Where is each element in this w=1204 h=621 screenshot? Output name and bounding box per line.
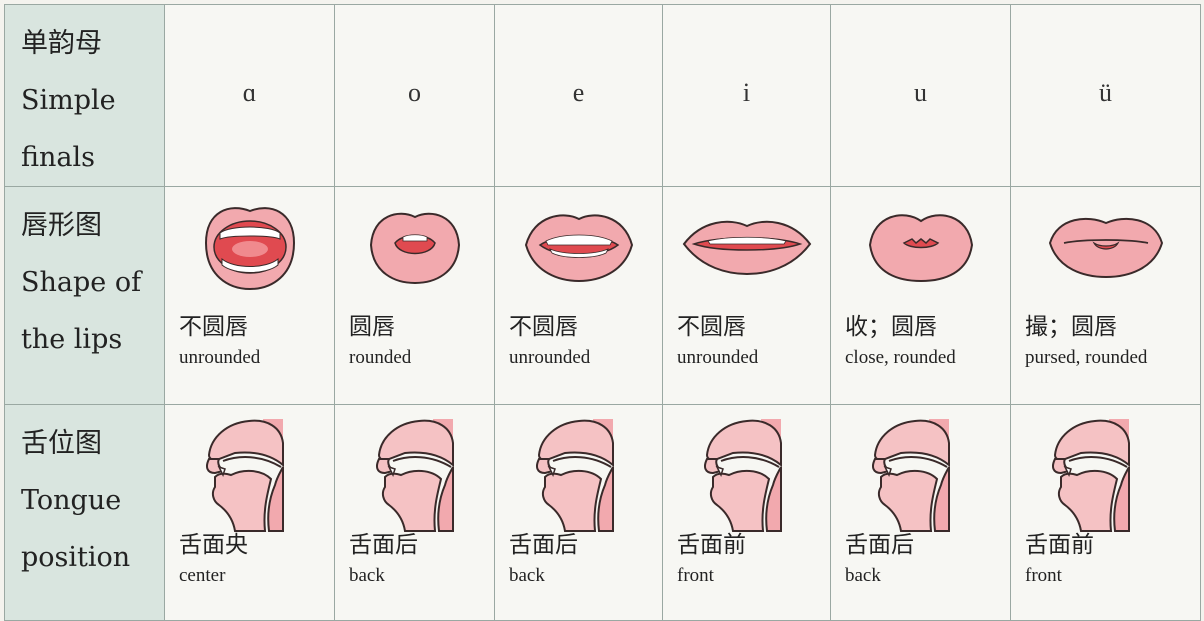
tongue-row: 舌位图 Tongue position 舌面央 center 舌面后 back …: [4, 404, 1201, 621]
tongue-position-zh: 舌面后: [349, 532, 418, 558]
final-cell-a: ɑ: [164, 4, 335, 187]
tongue-position-en: back: [349, 565, 385, 586]
tongue-position-diagram-icon: [206, 418, 284, 532]
tongue-cell-e: 舌面后 back: [494, 404, 663, 621]
tongue-position-diagram-icon: [376, 418, 454, 532]
tongue-header-zh: 舌位图: [21, 428, 102, 459]
tongue-position-diagram-icon: [1052, 418, 1130, 532]
final-letter: e: [572, 78, 585, 107]
lips-header-en-1: Shape of: [21, 267, 142, 298]
tongue-position-en: back: [509, 565, 545, 586]
final-cell-i: i: [662, 4, 831, 187]
final-letter: ü: [1099, 78, 1112, 107]
lip-cell-v: 撮；圆唇 pursed, rounded: [1010, 186, 1201, 405]
final-cell-u: u: [830, 4, 1011, 187]
tongue-cell-a: 舌面央 center: [164, 404, 335, 621]
lip-shape-en: rounded: [349, 347, 412, 368]
tongue-header-en-1: Tongue: [21, 485, 122, 516]
tongue-cell-o: 舌面后 back: [334, 404, 495, 621]
finals-row: 单韵母 Simple finals ɑ o e i u ü: [4, 4, 1201, 187]
tongue-position-zh: 舌面前: [677, 532, 746, 558]
final-letter: ɑ: [242, 78, 257, 107]
lip-shape-en: close, rounded: [845, 347, 956, 368]
lip-shape-zh: 撮；圆唇: [1025, 314, 1117, 340]
lip-shape-zh: 不圆唇: [509, 314, 578, 340]
finals-header-zh: 单韵母: [21, 28, 102, 59]
tongue-position-en: front: [1025, 565, 1062, 586]
tongue-cell-u: 舌面后 back: [830, 404, 1011, 621]
rounded-lips-icon: [369, 212, 460, 285]
tongue-header-en-2: position: [21, 542, 131, 573]
final-cell-o: o: [334, 4, 495, 187]
half-open-lips-icon: [524, 214, 633, 283]
tongue-position-en: front: [677, 565, 714, 586]
lip-shape-zh: 圆唇: [349, 314, 395, 340]
lip-shape-zh: 不圆唇: [179, 314, 248, 340]
lips-row-header: 唇形图 Shape of the lips: [4, 186, 165, 405]
lip-cell-e: 不圆唇 unrounded: [494, 186, 663, 405]
tongue-cell-v: 舌面前 front: [1010, 404, 1201, 621]
tongue-cell-i: 舌面前 front: [662, 404, 831, 621]
lip-shape-en: unrounded: [509, 347, 591, 368]
finals-row-header: 单韵母 Simple finals: [4, 4, 165, 187]
final-letter: u: [914, 78, 927, 107]
tongue-position-diagram-icon: [872, 418, 950, 532]
tongue-position-en: center: [179, 565, 226, 586]
finals-header-en-1: Simple: [21, 85, 116, 116]
final-letter: o: [408, 78, 421, 107]
finals-header-en-2: finals: [21, 142, 95, 173]
lip-cell-u: 收；圆唇 close, rounded: [830, 186, 1011, 405]
final-letter: i: [742, 78, 751, 107]
lip-shape-en: unrounded: [179, 347, 261, 368]
final-cell-v: ü: [1010, 4, 1201, 187]
lip-cell-a: 不圆唇 unrounded: [164, 186, 335, 405]
spread-lips-icon: [682, 220, 811, 276]
tongue-position-zh: 舌面央: [179, 532, 248, 558]
tongue-position-diagram-icon: [536, 418, 614, 532]
lip-cell-i: 不圆唇 unrounded: [662, 186, 831, 405]
tongue-row-header: 舌位图 Tongue position: [4, 404, 165, 621]
tongue-position-en: back: [845, 565, 881, 586]
lips-header-zh: 唇形图: [21, 210, 102, 241]
open-mouth-lips-icon: [204, 207, 295, 291]
lip-shape-zh: 收；圆唇: [845, 314, 937, 340]
simple-finals-table: 单韵母 Simple finals ɑ o e i u ü 唇形图 Shape …: [4, 4, 1201, 621]
tongue-position-diagram-icon: [704, 418, 782, 532]
final-cell-e: e: [494, 4, 663, 187]
tongue-position-zh: 舌面后: [509, 532, 578, 558]
pursed-lips-icon: [1048, 217, 1163, 279]
close-rounded-lips-icon: [868, 214, 973, 283]
lips-header-en-2: the lips: [21, 324, 123, 355]
tongue-position-zh: 舌面前: [1025, 532, 1094, 558]
lip-shape-en: unrounded: [677, 347, 759, 368]
lip-shape-en: pursed, rounded: [1025, 347, 1148, 368]
tongue-position-zh: 舌面后: [845, 532, 914, 558]
lip-cell-o: 圆唇 rounded: [334, 186, 495, 405]
lip-shape-zh: 不圆唇: [677, 314, 746, 340]
lips-row: 唇形图 Shape of the lips 不圆唇 unrounded: [4, 186, 1201, 405]
